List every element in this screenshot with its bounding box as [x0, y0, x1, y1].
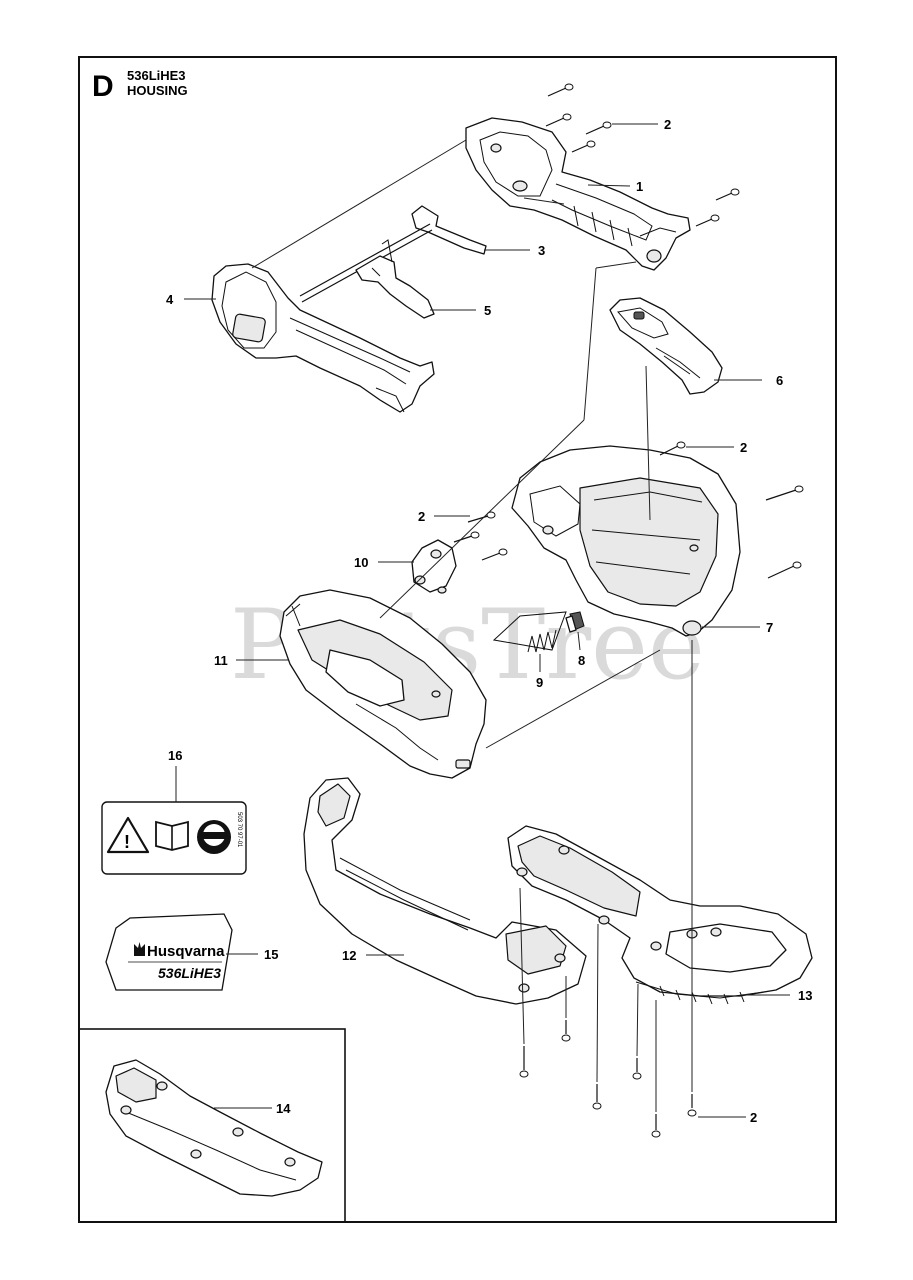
screw-icon: [585, 121, 612, 135]
read-manual-icon: [155, 820, 189, 851]
part-12-lower-handle: [303, 777, 587, 1005]
leader-lines: [175, 123, 790, 1118]
callout-9: 9: [536, 675, 543, 690]
screws-part-1: [545, 83, 740, 227]
callout-2b: 2: [740, 440, 747, 455]
callout-5: 5: [484, 303, 491, 318]
callout-6: 6: [776, 373, 783, 388]
screw-icon: [561, 1020, 571, 1042]
model-title: 536LiHE3: [127, 68, 186, 83]
part-9-spring: [492, 611, 567, 653]
screw-icon: [547, 83, 574, 97]
part-4-front-handle: [211, 263, 435, 413]
screw-icon: [767, 561, 802, 579]
callout-16: 16: [168, 748, 182, 763]
callout-12: 12: [342, 948, 356, 963]
callout-2d: 2: [750, 1110, 757, 1125]
callout-13: 13: [798, 988, 812, 1003]
part-11-rear-housing: [279, 589, 487, 779]
part-1-handle-bracket: [465, 117, 691, 271]
callout-3: 3: [538, 243, 545, 258]
diagram-frame: [78, 56, 837, 1223]
callout-2a: 2: [664, 117, 671, 132]
callout-2c: 2: [418, 509, 425, 524]
screw-icon: [571, 140, 596, 153]
part-7-main-housing: [511, 445, 741, 637]
callout-11: 11: [214, 653, 228, 668]
screw-icon: [467, 511, 496, 523]
screw-icon: [592, 1084, 602, 1110]
callout-7: 7: [766, 620, 773, 635]
callout-14: 14: [276, 1101, 291, 1116]
screws-part-7: [453, 441, 804, 579]
screw-icon: [545, 113, 572, 127]
callout-1: 1: [636, 179, 643, 194]
husqvarna-crown-icon: [134, 942, 145, 956]
screw-icon: [695, 214, 720, 227]
part-6-handle-cover: [609, 297, 723, 395]
decal-model-name: 536LiHE3: [158, 965, 221, 981]
screw-icon: [715, 188, 740, 201]
part-13-d-handle: [507, 825, 813, 1005]
screw-icon: [659, 441, 686, 456]
part-16-safety-decal: ! 503 70 97-01: [101, 801, 247, 875]
decal-brand-name: Husqvarna: [147, 943, 225, 960]
warning-triangle-icon: !: [106, 816, 150, 854]
housing-title: HOUSING: [127, 83, 188, 98]
part-14-handle-plate: [105, 1059, 323, 1197]
screw-icon: [632, 1058, 642, 1080]
screw-icon: [481, 548, 508, 561]
decal-part-code: 503 70 97-01: [236, 812, 242, 848]
eye-ear-protection-icon: [197, 820, 231, 854]
callout-15: 15: [264, 947, 278, 962]
callout-10: 10: [354, 555, 368, 570]
callout-4: 4: [166, 292, 174, 307]
screw-icon: [687, 1094, 697, 1117]
part-5-trigger-lever: [355, 239, 435, 319]
screw-icon: [519, 1046, 529, 1078]
svg-text:!: !: [124, 832, 130, 852]
callout-labels: 1 2 3 4 5 6 2 2 10 7 8 9 11 16 15 12 13 …: [166, 117, 812, 1125]
section-letter: D: [92, 70, 114, 103]
part-8-contact-block: [565, 611, 585, 633]
screw-icon: [765, 485, 804, 501]
callout-8: 8: [578, 653, 585, 668]
inset-frame-part-14: [78, 1028, 346, 1223]
part-15-brand-decal: Husqvarna 536LiHE3: [105, 913, 233, 991]
screws-lower: [519, 1020, 697, 1138]
screw-icon: [651, 1114, 661, 1138]
screw-icon: [453, 531, 480, 543]
part-10-switch-block: [411, 539, 457, 594]
